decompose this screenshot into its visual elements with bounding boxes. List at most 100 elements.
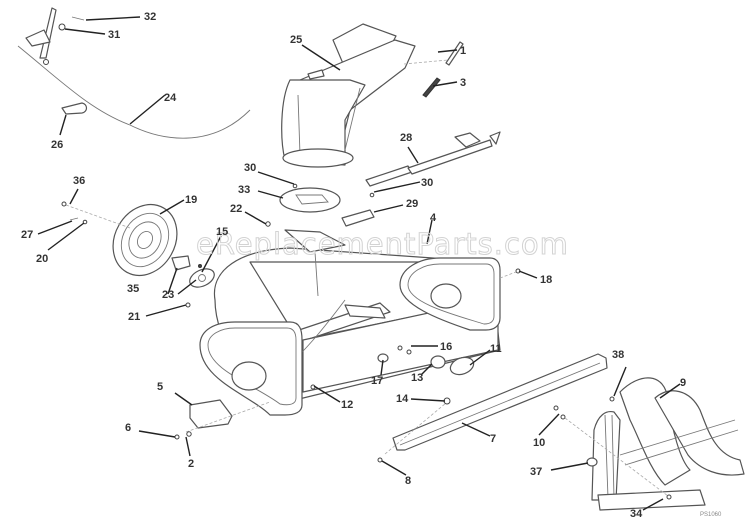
nut-part [185,302,191,308]
leader-12 [313,385,341,403]
leader-13 [420,363,433,376]
chute-pin-part [445,41,464,66]
leader-36 [69,188,79,205]
callout-31: 31 [108,29,120,41]
leader-30a [257,171,295,185]
callout-labels: 1 2 3 4 5 6 7 8 9 10 11 12 13 14 15 16 1… [21,11,686,520]
callout-30-lower: 30 [421,177,433,189]
auger-nut-part [666,494,672,500]
leader-32 [85,16,141,21]
right-plate-inner [407,263,495,325]
bushing-block-part [171,255,191,271]
cable-bracket-arm [39,7,57,59]
crank-shaft [407,139,493,175]
bearing-part [430,355,446,369]
callout-3: 3 [460,77,466,89]
chute-base-ring [282,148,354,168]
leader-2 [185,436,191,457]
crank-grip [365,165,413,187]
scraper-bar-part [392,353,608,451]
wheel-ring-2 [128,221,162,259]
side-screw-alignment [499,271,517,279]
rod-part [61,201,67,207]
skid-nut-part [174,434,180,440]
chute-crank-part [365,131,501,187]
leader-35 [167,267,178,295]
callout-4: 4 [430,212,437,224]
callout-27: 27 [21,229,33,241]
leader-6 [138,430,176,438]
spring-part [422,77,441,98]
leader-18 [518,270,538,279]
screw-upper-part [292,183,298,189]
leader-10 [538,413,560,436]
auger-flight-left [619,377,691,486]
callout-12: 12 [341,399,353,411]
auger-gearbox [591,410,621,501]
chute-tab [307,69,325,80]
leader-25 [301,44,341,71]
washer-part [82,219,88,225]
auger-alignment-line [564,417,669,497]
auger-shear-bolt-part [553,405,559,411]
callout-6: 6 [125,422,131,434]
leader-27 [37,220,73,235]
chute-rotator-wheel-part [112,204,178,276]
wheel-hub [137,231,153,249]
leader-9 [659,383,681,399]
skid-shoe-part [189,399,233,429]
screw-lower-part [369,192,375,198]
discharge-chute-assembly [281,23,416,168]
scraper-bar-edge [399,362,601,446]
leader-22 [244,211,267,225]
chute-clamp-part [341,209,375,227]
callout-1: 1 [460,45,466,57]
callout-37: 37 [530,466,542,478]
watermark-text: eReplacementParts.com [196,227,569,261]
leader-lines [37,16,681,511]
callout-24: 24 [164,92,177,104]
wheel-ring-1 [120,212,170,268]
cable-clip-part [61,102,88,115]
callout-23: 23 [162,289,174,301]
bracket-plate-hole [198,274,206,282]
callout-21: 21 [128,311,140,323]
skid-bolt-part [186,431,192,437]
callout-26: 26 [51,139,63,151]
callout-34: 34 [630,508,643,520]
callout-25: 25 [290,34,302,46]
callout-11: 11 [490,343,502,355]
leader-21 [145,304,187,317]
auger-base [597,489,706,511]
cable-bracket-plate [25,29,51,47]
leader-28 [407,146,419,164]
leader-29 [373,204,404,213]
auger-flight-right [654,390,745,476]
leader-19 [159,199,185,215]
cable-pin-part [71,16,85,21]
auger-assembly-part [591,377,745,511]
callout-29: 29 [406,198,418,210]
leader-24 [129,94,166,125]
callout-35: 35 [127,283,139,295]
chute-mount-post [314,251,319,297]
leader-4 [426,219,433,245]
leader-7 [461,422,491,437]
auger-shaft [619,419,739,466]
left-side-plate [199,321,303,416]
callout-14: 14 [396,393,409,405]
chute-ring-inner [295,194,329,205]
auger-bearing-part [586,457,598,467]
callout-17: 17 [371,375,383,387]
callout-10: 10 [533,437,545,449]
left-bearing-boss [231,361,267,391]
right-side-plate [399,257,501,331]
callout-18: 18 [540,274,552,286]
leader-26 [59,114,67,136]
chute-body-seams [297,87,361,156]
leader-20 [47,222,85,251]
nut-washer-part-2 [406,349,412,355]
impeller-vane [344,304,386,319]
leader-1 [437,49,458,53]
